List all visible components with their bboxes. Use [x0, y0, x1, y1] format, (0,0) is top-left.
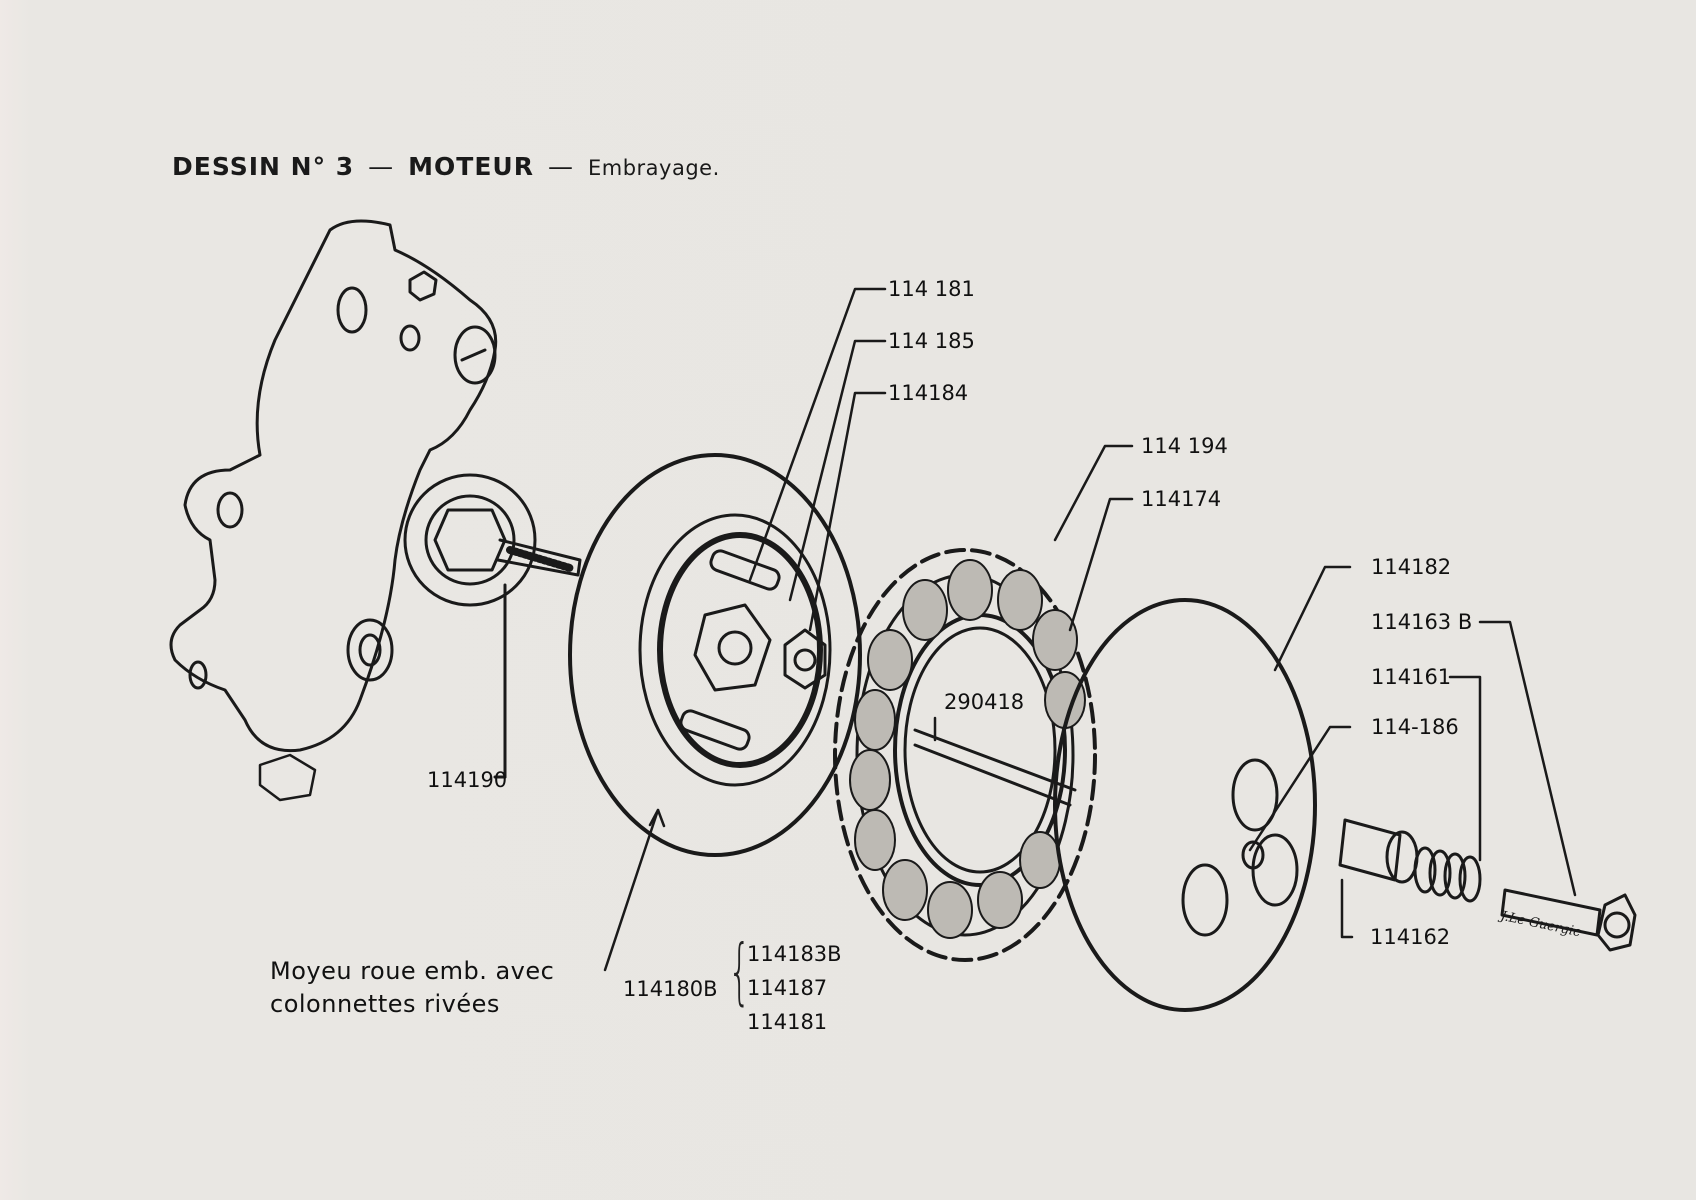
- clutch-hub-drawing: [568, 453, 862, 857]
- part-label: 114162: [1370, 925, 1451, 949]
- leader-lines: [603, 287, 1577, 972]
- part-label: 114161: [1371, 665, 1452, 689]
- hub-caption: Moyeu roue emb. avec colonnettes rivées: [270, 955, 554, 1021]
- component-item: 114183B: [747, 942, 842, 966]
- drawing-title: DESSIN N° 3 — MOTEUR — Embrayage.: [172, 152, 720, 181]
- component-item: 114187: [747, 976, 828, 1000]
- bolt-spring-drawing: [1338, 818, 1637, 952]
- part-label: 114163 B: [1371, 610, 1473, 634]
- part-label: 114174: [1141, 487, 1222, 511]
- part-label: 290418: [944, 690, 1025, 714]
- clutch-sprocket-drawing: [833, 548, 1097, 962]
- hub-caption-line2: colonnettes rivées: [270, 990, 500, 1018]
- title-separator: —: [547, 152, 574, 181]
- part-label: 114190: [427, 768, 508, 792]
- component-item: 114181: [747, 1010, 828, 1034]
- part-label: 114 194: [1141, 434, 1228, 458]
- hub-caption-line1: Moyeu roue emb. avec: [270, 957, 555, 985]
- part-label: 114-186: [1371, 715, 1459, 739]
- part-label: 114 181: [888, 277, 975, 301]
- part-label: 114182: [1371, 555, 1452, 579]
- part-label: 114 185: [888, 329, 975, 353]
- title-separator: —: [368, 152, 395, 181]
- clutch-cover-drawing: [1053, 598, 1317, 1012]
- subsection-name: Embrayage.: [587, 156, 720, 180]
- pinion-sprocket-drawing: [403, 473, 582, 779]
- assembly-number: 114180B: [623, 977, 718, 1001]
- engine-case-drawing: [169, 219, 498, 802]
- assembly-components: 114183B 114187 114181: [747, 937, 842, 1039]
- part-label: 114184: [888, 381, 969, 405]
- brace-icon: {: [728, 929, 751, 1013]
- section-name: MOTEUR: [408, 152, 534, 181]
- drawing-number: DESSIN N° 3: [172, 152, 355, 181]
